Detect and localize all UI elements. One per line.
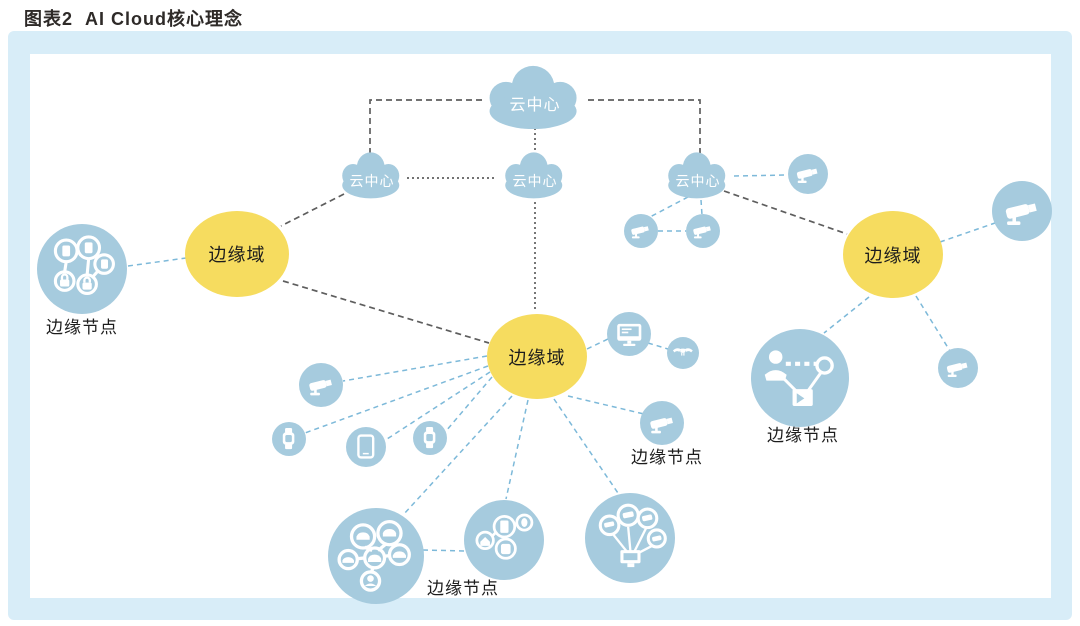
cctv-camera-icon	[793, 159, 823, 189]
cloud-label: 云中心	[512, 173, 558, 189]
cloud-center-right: 云中心	[660, 151, 736, 199]
edge-node-lock-network	[37, 224, 127, 314]
edge-node-caption-left: 边缘节点	[46, 318, 118, 337]
cctv-camera-icon	[628, 218, 653, 243]
edge-device-camera-top-right	[788, 154, 828, 194]
edge-device-camera-a	[299, 363, 343, 407]
edge-node-caption-bottom: 边缘节点	[427, 579, 499, 598]
person-tracking-icon	[758, 336, 842, 420]
edge-node-person-tracking	[751, 329, 849, 427]
edge-node-cctv-network	[585, 493, 675, 583]
edge-device-watch-b	[413, 421, 447, 455]
edge-domain-label: 边缘域	[864, 245, 922, 266]
smartwatch-icon	[276, 426, 301, 451]
edge-domain-label: 边缘域	[508, 347, 566, 368]
cloud-icon	[505, 152, 563, 199]
monitor-icon	[613, 318, 646, 351]
cctv-camera-icon	[646, 407, 679, 440]
edge-domain-right: 边缘域	[843, 211, 943, 298]
cloud-label: 云中心	[349, 173, 395, 189]
cloud-label: 云中心	[675, 173, 721, 189]
edge-device-camera-1	[624, 214, 658, 248]
edge-device-camera-small-right	[938, 348, 978, 388]
tablet-icon	[351, 432, 381, 462]
smartwatch-icon	[417, 425, 442, 450]
edge-domain-middle: 边缘域	[487, 314, 587, 399]
cloud-icon	[489, 65, 577, 130]
edge-device-camera-2	[686, 214, 720, 248]
edge-device-watch-a	[272, 422, 306, 456]
edge-node-vehicle-network	[328, 508, 424, 604]
cloud-icon	[668, 152, 726, 199]
cloud-center-middle: 云中心	[497, 151, 573, 199]
drone-icon	[671, 341, 695, 365]
cloud-icon	[342, 152, 400, 199]
cctv-camera-icon	[305, 369, 338, 402]
edge-device-camera-b	[640, 401, 684, 445]
figure-title: 图表2 AI Cloud核心理念	[24, 9, 243, 29]
cloud-center-root: 云中心	[477, 64, 593, 130]
edge-device-drone	[667, 337, 699, 369]
edge-device-monitor	[607, 312, 651, 356]
cloud-label: 云中心	[509, 97, 561, 114]
smart-home-network-icon	[470, 506, 539, 575]
cctv-camera-icon	[943, 353, 973, 383]
edge-node-smart-home-network	[464, 500, 544, 580]
edge-domain-label: 边缘域	[208, 245, 266, 265]
cctv-network-icon	[591, 499, 668, 576]
cloud-center-left: 云中心	[334, 151, 410, 199]
edge-node-caption-right: 边缘节点	[767, 426, 839, 445]
cctv-camera-icon	[1000, 189, 1044, 233]
iot-lock-network-icon	[43, 230, 120, 307]
cctv-camera-icon	[690, 218, 715, 243]
edge-node-caption-middle-right: 边缘节点	[631, 448, 703, 467]
edge-device-camera-big-right	[992, 181, 1052, 241]
edge-domain-left: 边缘域	[185, 211, 289, 297]
edge-device-tablet	[346, 427, 386, 467]
